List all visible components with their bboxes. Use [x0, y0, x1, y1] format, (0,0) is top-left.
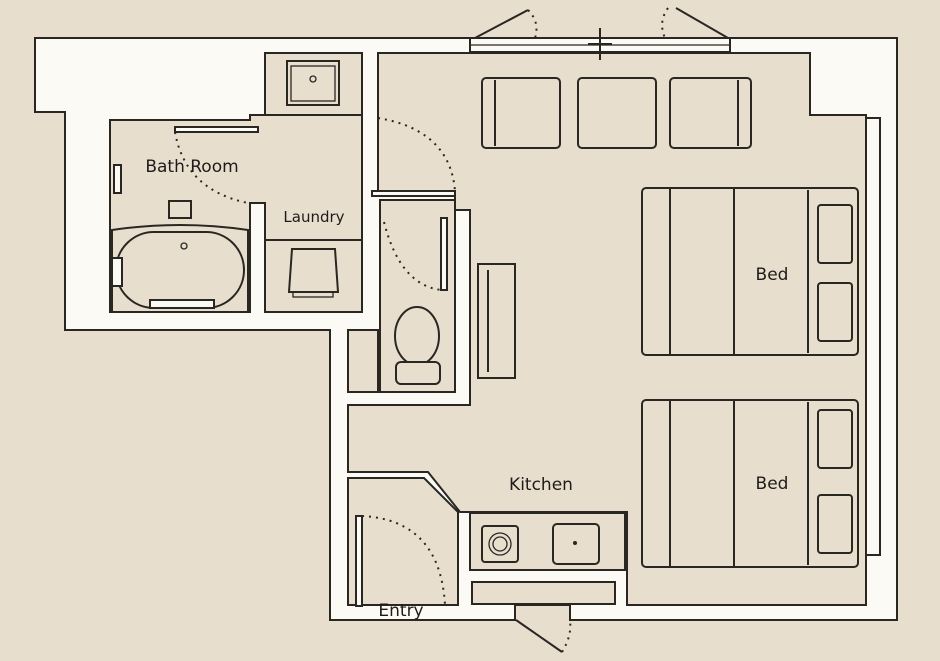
room-label-entry: Entry: [378, 601, 424, 621]
toilet: [394, 306, 440, 366]
room-label-laundry: Laundry: [283, 208, 345, 226]
bed-2: [641, 399, 859, 568]
bath-main-door: [371, 190, 456, 197]
entry-area: [347, 477, 459, 606]
room-label-kitchen: Kitchen: [509, 475, 573, 495]
shoe-closet: [471, 581, 616, 605]
armchair: [481, 77, 561, 149]
bed-1: [641, 187, 859, 356]
window-door-right: [675, 7, 729, 39]
room-label-bed-2: Bed: [755, 474, 789, 494]
exterior-door: [515, 619, 563, 653]
bath-sliding-door: [174, 126, 259, 133]
washing-machine: [287, 248, 340, 293]
towel-rack: [113, 164, 122, 194]
stove: [481, 525, 519, 563]
toilet-door: [440, 217, 448, 291]
bathtub: [111, 224, 249, 313]
drain-grate: [168, 200, 192, 219]
curtain-rail: [865, 117, 881, 556]
armchair: [669, 77, 752, 149]
wash-basin: [286, 60, 340, 106]
desk: [477, 263, 516, 379]
room-label-bath-room: Bath Room: [145, 157, 239, 177]
storage-closet: [347, 329, 379, 393]
armchair: [577, 77, 657, 149]
room-label-bed-1: Bed: [755, 265, 789, 285]
entry-door: [355, 515, 363, 607]
window-door-left: [474, 9, 529, 39]
